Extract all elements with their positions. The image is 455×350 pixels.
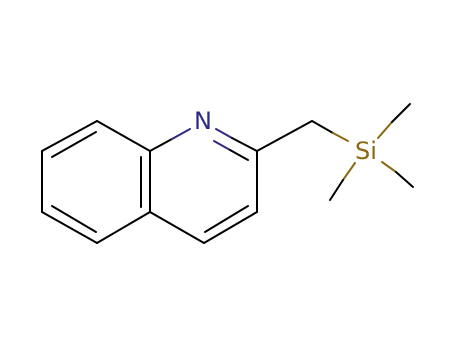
nitrogen-atom-label: N: [194, 107, 212, 135]
bond-c8a-c8: [96, 120, 151, 152]
bond-c8-c7: [41, 120, 98, 152]
trimethylsilylmethyl-group: [256, 103, 414, 201]
bond-c5-c4a: [96, 211, 151, 244]
bond-c3-c4: [203, 211, 258, 244]
double-bond-n-c2: [229, 149, 249, 161]
double-bond-c6-c5: [51, 205, 97, 233]
bond-n-c2: [231, 137, 258, 152]
bond-si-methyl-top-colored: [377, 121, 393, 139]
bond-ch2-si-colored: [332, 132, 349, 142]
pyridine-ring: [149, 128, 258, 244]
double-bond-n-c2-colored: [213, 140, 231, 151]
bond-si-methyl-top: [391, 103, 411, 123]
double-bond-c8-c7: [51, 131, 97, 158]
bond-si-methyl-right: [395, 171, 414, 188]
bond-n-c2-colored: [215, 128, 233, 139]
bond-ch2-si: [311, 120, 334, 134]
bond-si-methyl-right-colored: [381, 161, 397, 173]
bond-c8a-n-colored: [171, 128, 191, 140]
bond-si-methyl-bottom-colored: [342, 162, 356, 181]
bond-c4-c4a: [149, 211, 205, 244]
bond-si-methyl-bottom: [329, 179, 344, 201]
benzene-ring: [41, 120, 151, 244]
bond-c8a-n: [149, 138, 173, 152]
silicon-atom-label: Si: [355, 137, 377, 165]
double-bond-c3-c4: [204, 205, 249, 233]
bond-c6-c5: [41, 211, 98, 244]
bond-c2-ch2: [256, 120, 313, 152]
